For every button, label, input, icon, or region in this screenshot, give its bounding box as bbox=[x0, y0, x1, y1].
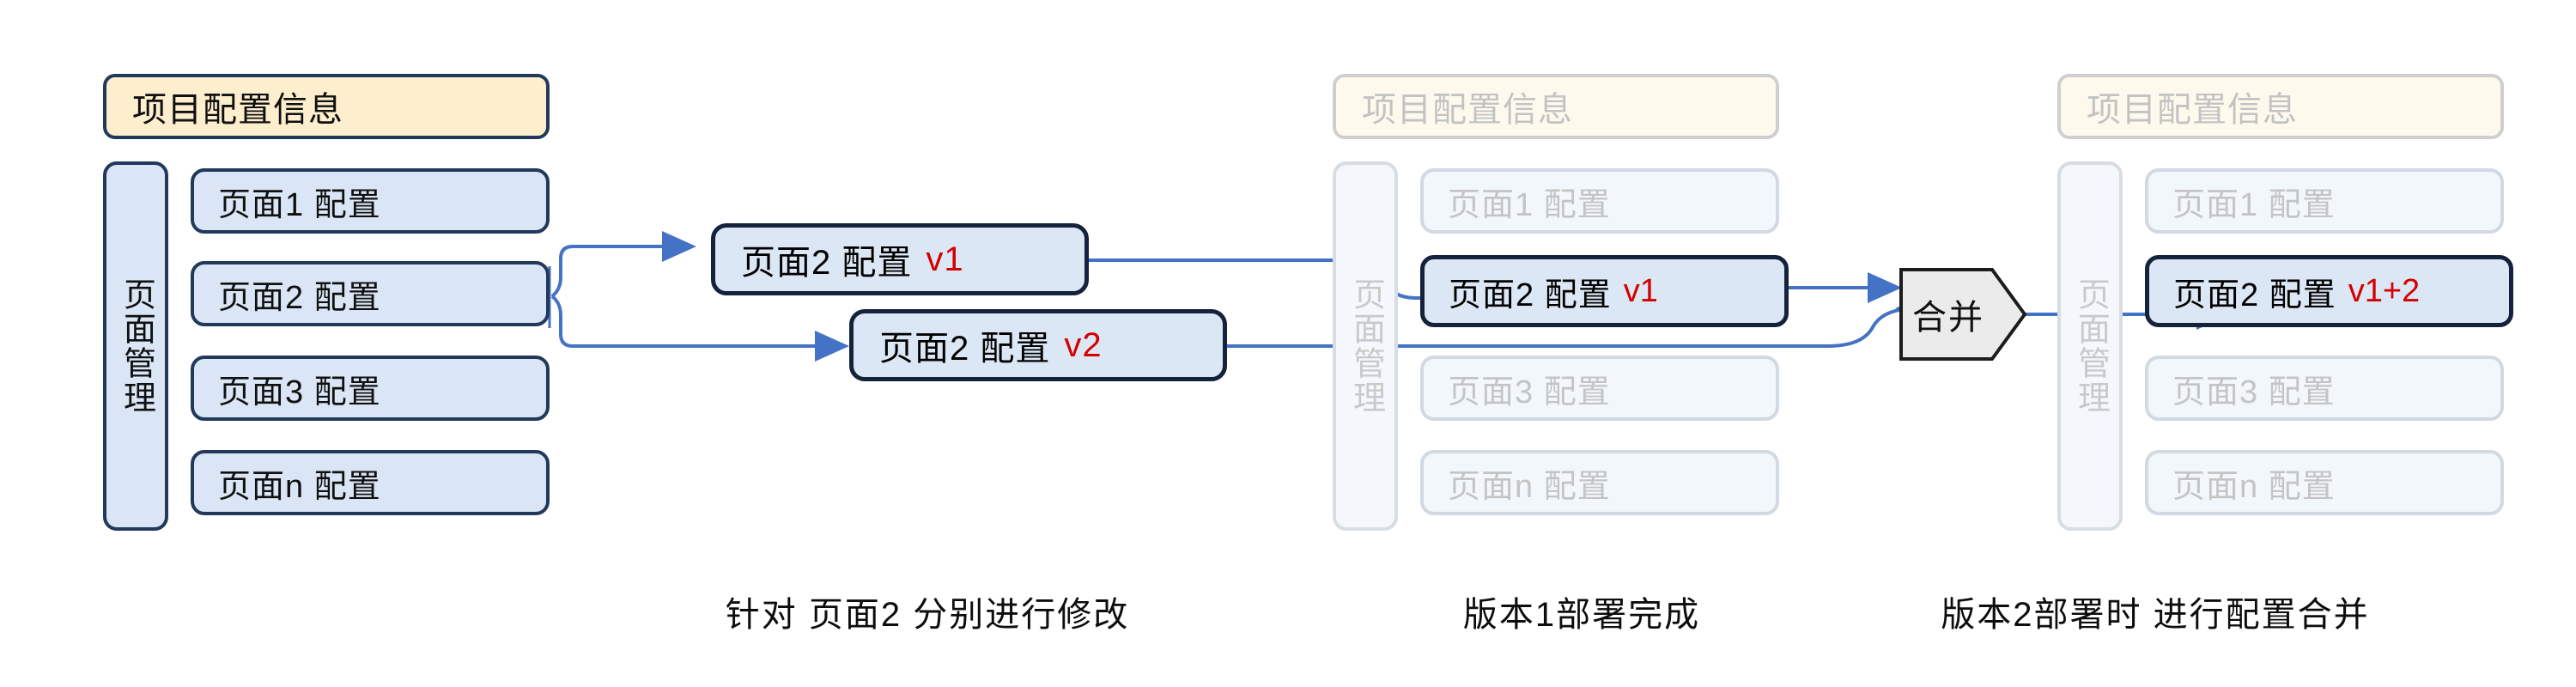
page-config-v2-item-3[interactable]: 页面3 配置 bbox=[2145, 356, 2504, 421]
page-config-item-n-label: 页面n 配置 bbox=[218, 468, 381, 505]
page-config-item-n[interactable]: 页面n 配置 bbox=[191, 450, 550, 515]
page-config-item-2[interactable]: 页面2 配置 bbox=[191, 261, 550, 326]
page-config-v1-item-1-label: 页面1 配置 bbox=[1448, 186, 1611, 223]
page-config-v1-item-2[interactable]: 页面2 配置 v1 bbox=[1420, 255, 1789, 327]
page-config-item-2-label: 页面2 配置 bbox=[218, 279, 381, 316]
page-config-v1-item-3[interactable]: 页面3 配置 bbox=[1420, 356, 1779, 421]
page-config-v2-item-n[interactable]: 页面n 配置 bbox=[2145, 450, 2504, 515]
page-config-v2-item-1[interactable]: 页面1 配置 bbox=[2145, 168, 2504, 234]
page-config-item-1-label: 页面1 配置 bbox=[218, 186, 381, 223]
project-config-header[interactable]: 项目配置信息 bbox=[103, 74, 550, 139]
sidebar-page-management-label: 页面管理 bbox=[118, 277, 155, 415]
sidebar-page-management-v2-label: 页面管理 bbox=[2072, 277, 2109, 415]
project-config-header-v1-label: 项目配置信息 bbox=[1362, 91, 1573, 129]
page-config-v1-item-3-label: 页面3 配置 bbox=[1448, 374, 1611, 410]
edit-card-v2-label: 页面2 配置 bbox=[879, 330, 1051, 368]
page-config-v2-item-2-version: v1+2 bbox=[2348, 272, 2421, 309]
page-config-v2-item-2[interactable]: 页面2 配置 v1+2 bbox=[2145, 255, 2513, 327]
edit-card-v1-label: 页面2 配置 bbox=[741, 244, 913, 282]
page-config-v1-item-n[interactable]: 页面n 配置 bbox=[1420, 450, 1779, 515]
page-config-v1-item-2-version: v1 bbox=[1623, 272, 1658, 309]
page-config-v1-item-1[interactable]: 页面1 配置 bbox=[1420, 168, 1779, 234]
merge-node-label: 合并 bbox=[1912, 299, 1984, 337]
page-config-item-3-label: 页面3 配置 bbox=[218, 374, 381, 410]
sidebar-page-management-v1[interactable]: 页面管理 bbox=[1333, 161, 1398, 531]
edit-card-v2[interactable]: 页面2 配置 v2 bbox=[849, 309, 1227, 381]
page-config-v1-item-2-label: 页面2 配置 bbox=[1449, 277, 1612, 313]
edge-fork-to-v1 bbox=[550, 231, 696, 298]
edit-card-v1-version: v1 bbox=[926, 240, 964, 278]
page-config-v2-item-3-label: 页面3 配置 bbox=[2172, 374, 2336, 410]
edit-card-v1[interactable]: 页面2 配置 v1 bbox=[711, 223, 1089, 295]
page-config-item-3[interactable]: 页面3 配置 bbox=[191, 356, 550, 421]
project-config-header-v1[interactable]: 项目配置信息 bbox=[1333, 74, 1779, 139]
caption-edits: 针对 页面2 分别进行修改 bbox=[725, 596, 1130, 634]
sidebar-page-management-v1-label: 页面管理 bbox=[1347, 277, 1384, 415]
project-config-header-v2-label: 项目配置信息 bbox=[2087, 91, 2298, 129]
page-config-item-1[interactable]: 页面1 配置 bbox=[191, 168, 550, 234]
project-config-header-v2[interactable]: 项目配置信息 bbox=[2057, 74, 2504, 139]
sidebar-page-management-v2[interactable]: 页面管理 bbox=[2057, 161, 2123, 531]
caption-v1-deploy: 版本1部署完成 bbox=[1462, 596, 1701, 634]
sidebar-page-management[interactable]: 页面管理 bbox=[103, 161, 168, 531]
page-config-v2-item-2-label: 页面2 配置 bbox=[2173, 277, 2336, 313]
page-config-v2-item-1-label: 页面1 配置 bbox=[2172, 186, 2336, 223]
edge-fork-to-v2 bbox=[550, 295, 849, 362]
merge-node-shape bbox=[1899, 268, 2027, 361]
edit-card-v2-version: v2 bbox=[1064, 325, 1103, 364]
merge-node[interactable]: 合并 bbox=[1899, 268, 2027, 361]
caption-v2-merge: 版本2部署时 进行配置合并 bbox=[1941, 596, 2370, 634]
project-config-header-label: 项目配置信息 bbox=[132, 91, 343, 129]
page-config-v1-item-n-label: 页面n 配置 bbox=[1448, 468, 1611, 505]
page-config-v2-item-n-label: 页面n 配置 bbox=[2172, 468, 2336, 505]
